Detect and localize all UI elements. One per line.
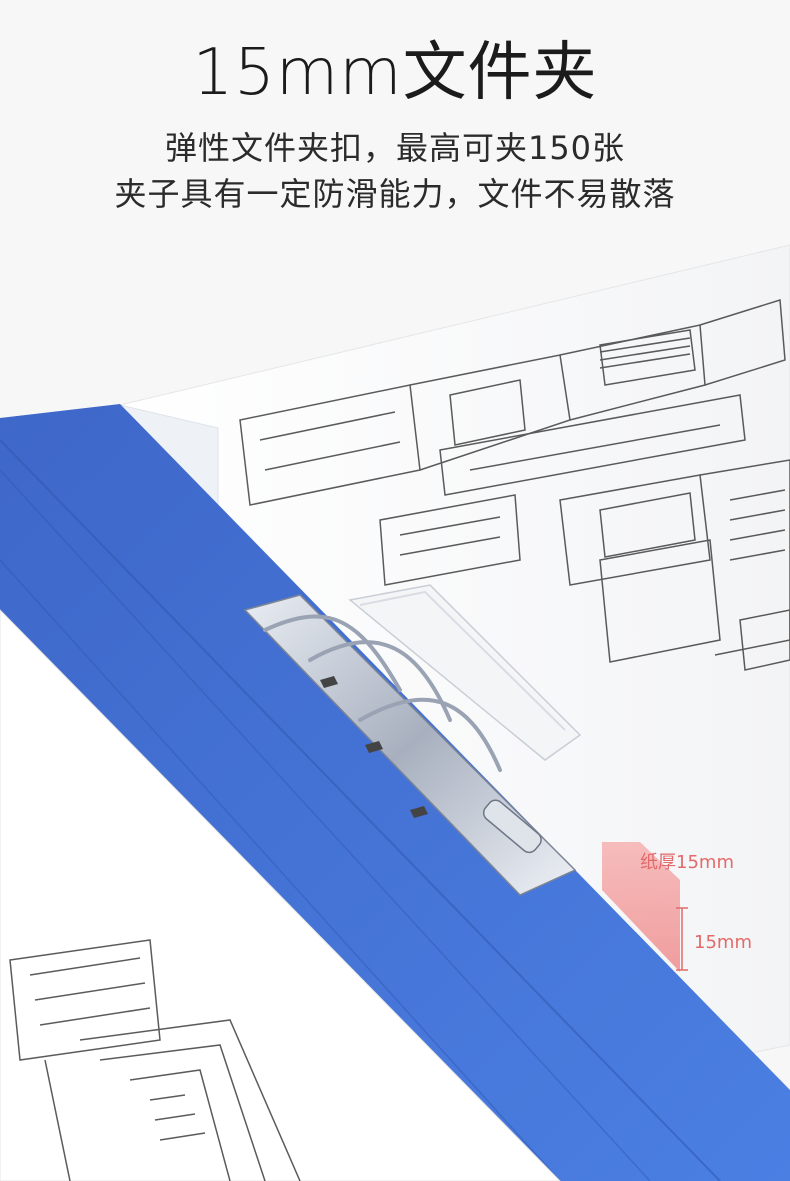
folder-crease-1 — [0, 439, 721, 1181]
side-measure-label: 15mm — [694, 932, 752, 953]
subtitle-line-1: 弹性文件夹扣，最高可夹150张 — [164, 129, 626, 168]
floorplan-bottom — [9, 939, 301, 1181]
header: 15mm文件夹 弹性文件夹扣，最高可夹150张 夹子具有一定防滑能力，文件不易散… — [0, 36, 790, 217]
measure-bracket — [676, 907, 688, 971]
floorplan-top — [239, 299, 790, 671]
folder-crease-2 — [0, 469, 651, 1181]
paper-thickness-label: 纸厚15mm — [640, 852, 734, 873]
clip-slot — [482, 799, 542, 854]
paper-sheet-bottom — [0, 609, 561, 1181]
thickness-band — [602, 842, 680, 972]
clip-hole-2 — [365, 741, 383, 753]
clip-hole-1 — [320, 676, 338, 688]
clip-hole-3 — [410, 806, 428, 818]
clip-bar — [348, 584, 582, 761]
folder-crease-3 — [0, 559, 561, 1181]
subtitle-line-2: 夹子具有一定防滑能力，文件不易散落 — [114, 175, 676, 214]
page-title: 15mm文件夹 — [192, 36, 598, 110]
clip-springs — [263, 614, 502, 772]
